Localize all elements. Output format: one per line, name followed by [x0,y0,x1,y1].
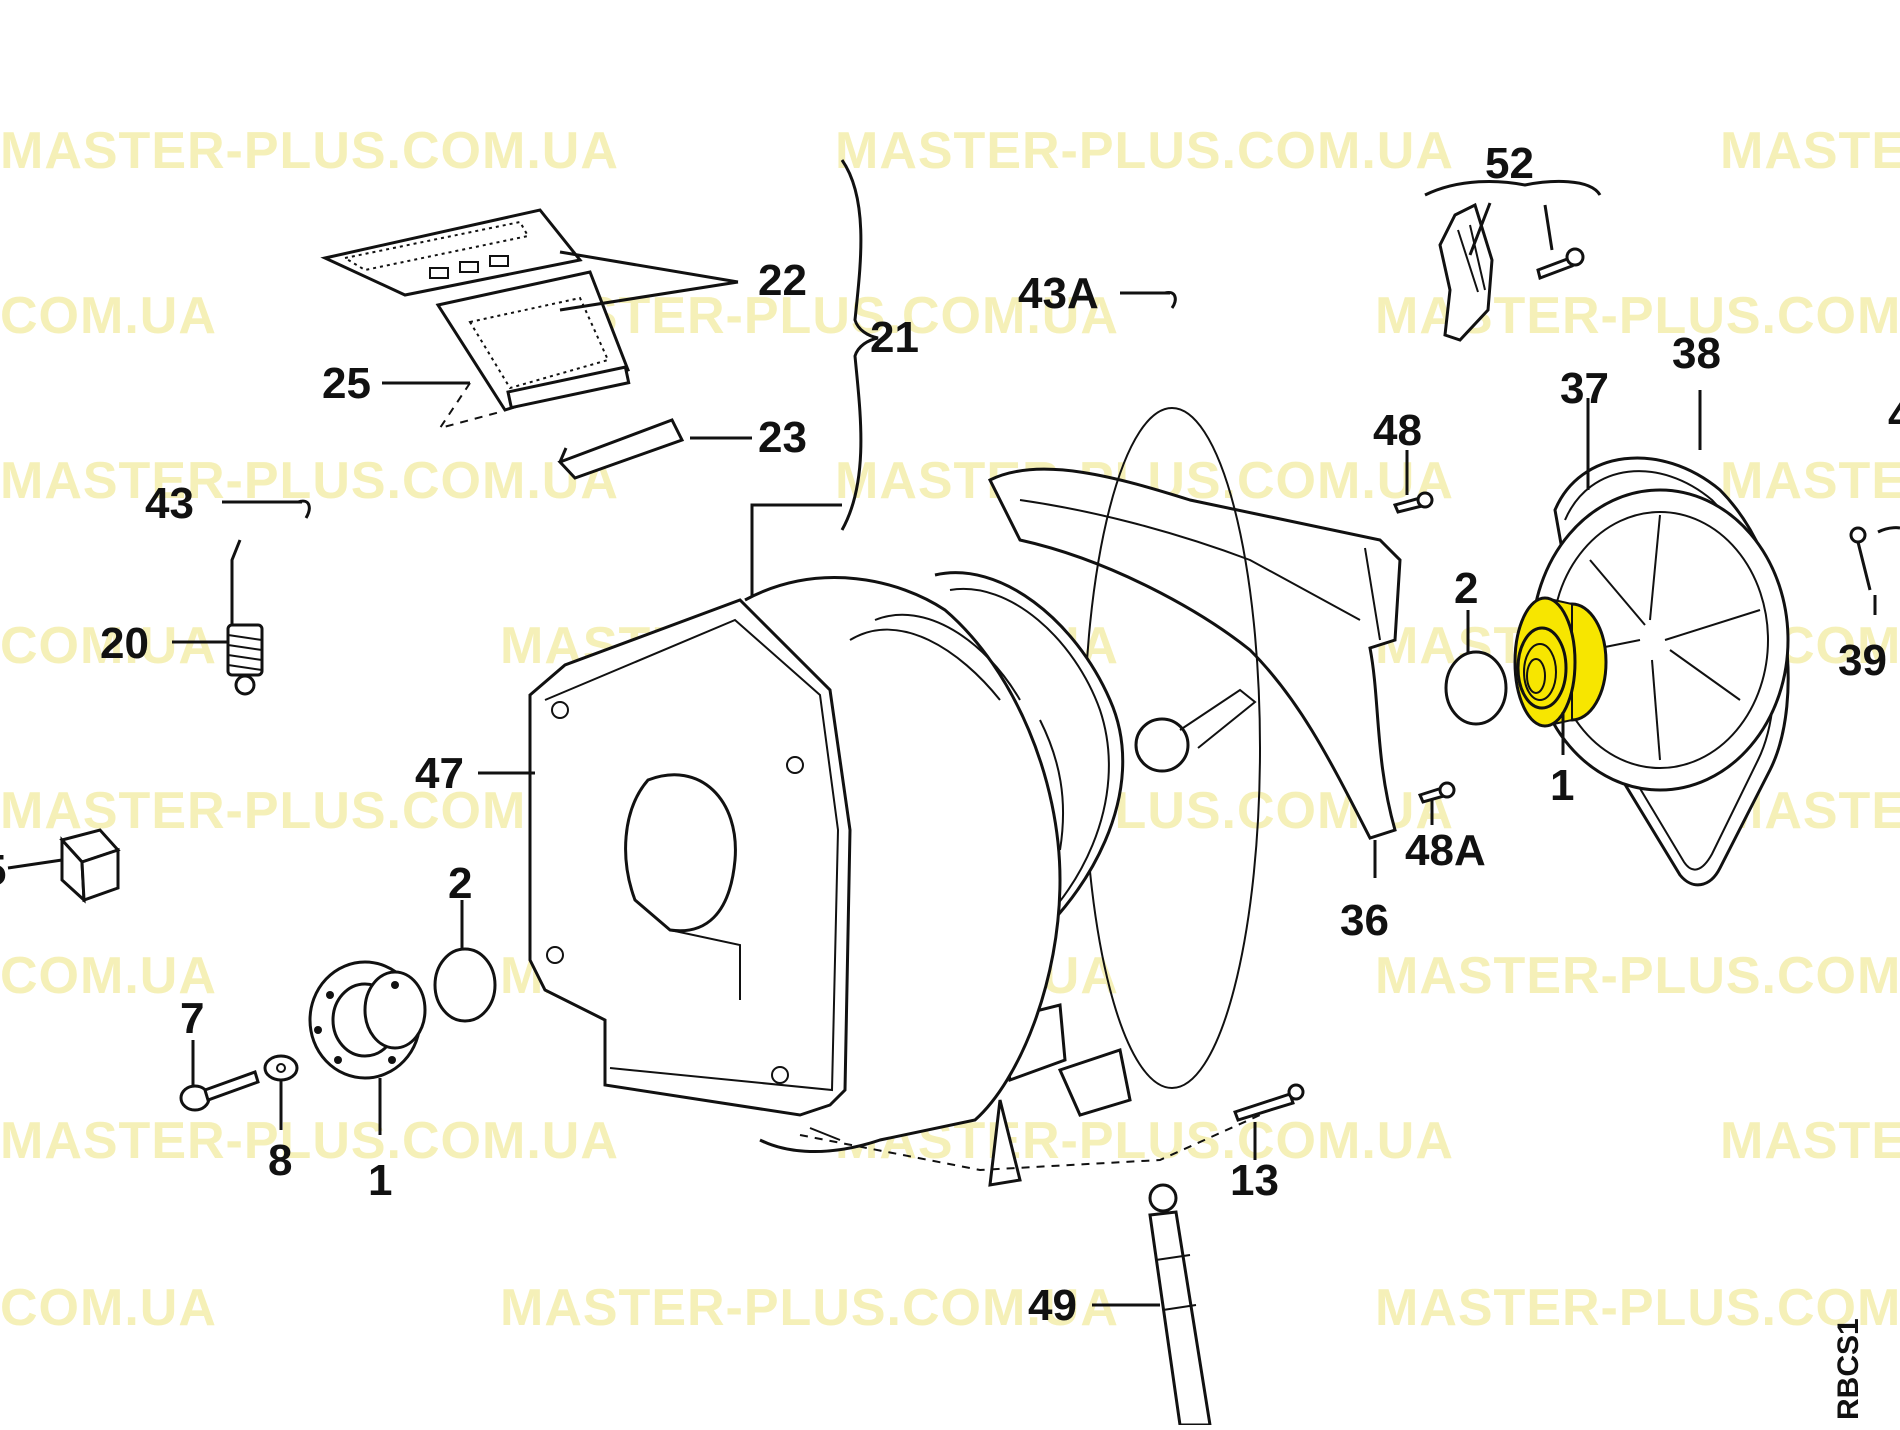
bolt-7-part [179,1070,260,1112]
screw-52-part [1536,247,1585,280]
callout-2-right: 2 [1454,564,1478,613]
watermark-text: MASTER-PLUS.COM.UA [1720,452,1900,510]
brace-52 [1424,179,1602,197]
cover-slot [429,267,449,279]
leader-52-screw [1543,204,1554,251]
callout-21: 21 [870,313,919,362]
callout-52: 52 [1485,139,1534,188]
washer-hole [276,1063,286,1073]
screw-48-part [1392,491,1434,514]
watermark-text: MASTER-PLUS.COM.UA [835,122,1454,180]
spring-wire [230,539,242,630]
watermark-text: MASTER-PLUS.COM.UA [0,782,619,840]
callout-48: 48 [1373,406,1422,455]
cover-slot [459,261,479,273]
spring-20-part [226,623,264,696]
watermark-text: MASTER-PLUS.COM.UA [1720,1112,1900,1170]
left-o-ring-part [433,947,497,1023]
callout-8: 8 [268,1136,292,1185]
filter-insert-mesh [468,296,610,390]
highlighted-bearing-part [1513,596,1608,728]
leader-21 [750,503,842,612]
hook-43 [297,499,311,519]
filter-mesh [342,220,530,272]
hook-43a [1164,290,1177,309]
filter-assembly [320,208,752,480]
watermark-text: MASTER-PLUS.COM.UA [1375,1279,1900,1337]
callout-25: 25 [322,359,371,408]
clip-39-part [1849,526,1900,591]
callout-1-right: 1 [1550,761,1574,810]
seal-edge [558,447,568,463]
callout-13: 13 [1230,1156,1279,1205]
bolt-13-part [1233,1083,1305,1122]
callout-48a: 48A [1405,826,1486,875]
watermark-text: MASTER-PLUS.COM.UA [0,452,619,510]
callout-2-left: 2 [448,859,472,908]
leader-22b [559,280,739,312]
callout-49: 49 [1028,1281,1077,1330]
callout-5: 5 [0,846,6,895]
watermark-text: MASTER-PLUS.COM.UA [500,1279,1119,1337]
callout-7: 7 [180,994,204,1043]
callout-23: 23 [758,413,807,462]
leader-22a [559,250,739,284]
right-o-ring-part [1444,650,1508,726]
watermark-text: MASTER-PLUS.COM.UA [1375,947,1900,1005]
watermark-text: MASTER-PLUS.COM.UA [0,1112,619,1170]
filter-insert-lip [506,365,631,410]
leader-13-dashed [799,1114,1261,1172]
watermark-text: MASTER-PLUS.COM.UA [0,122,619,180]
callout-4: 4 [1888,391,1900,440]
watermark-text: MASTER-PLUS.COM.UA [1720,122,1900,180]
callout-37: 37 [1560,364,1609,413]
callout-47: 47 [415,749,464,798]
diagram-code: RBCS1 [1832,1318,1865,1420]
filter-seal-part [557,418,685,480]
watermark-text: COM.UA [0,947,217,1005]
callout-43: 43 [145,479,194,528]
callout-labels: 52 22 21 43A 25 23 43 20 48 37 38 2 1 39… [0,139,1900,1420]
watermark-text: COM.UA [0,617,217,675]
filter-cover-part [320,208,583,297]
front-tub-part [528,576,1065,1187]
callout-38: 38 [1672,329,1721,378]
watermark-text: COM.UA [0,287,217,345]
callout-1-left: 1 [368,1156,392,1205]
callout-22: 22 [758,256,807,305]
leader-5 [7,858,63,870]
screw-48a-part [1417,781,1456,804]
leader-52-bracket [1468,202,1492,256]
left-bearing-flange-part [308,960,427,1080]
brace-21 [840,159,879,531]
leader-25-dashed [437,382,501,430]
callout-20: 20 [100,619,149,668]
watermark-text: COM.UA [0,1279,217,1337]
callout-43a: 43A [1018,269,1099,318]
callout-39: 39 [1838,636,1887,685]
washer-8-part [263,1054,299,1082]
block-5-part [59,828,121,904]
cover-slot [489,255,509,267]
callout-36: 36 [1340,896,1389,945]
